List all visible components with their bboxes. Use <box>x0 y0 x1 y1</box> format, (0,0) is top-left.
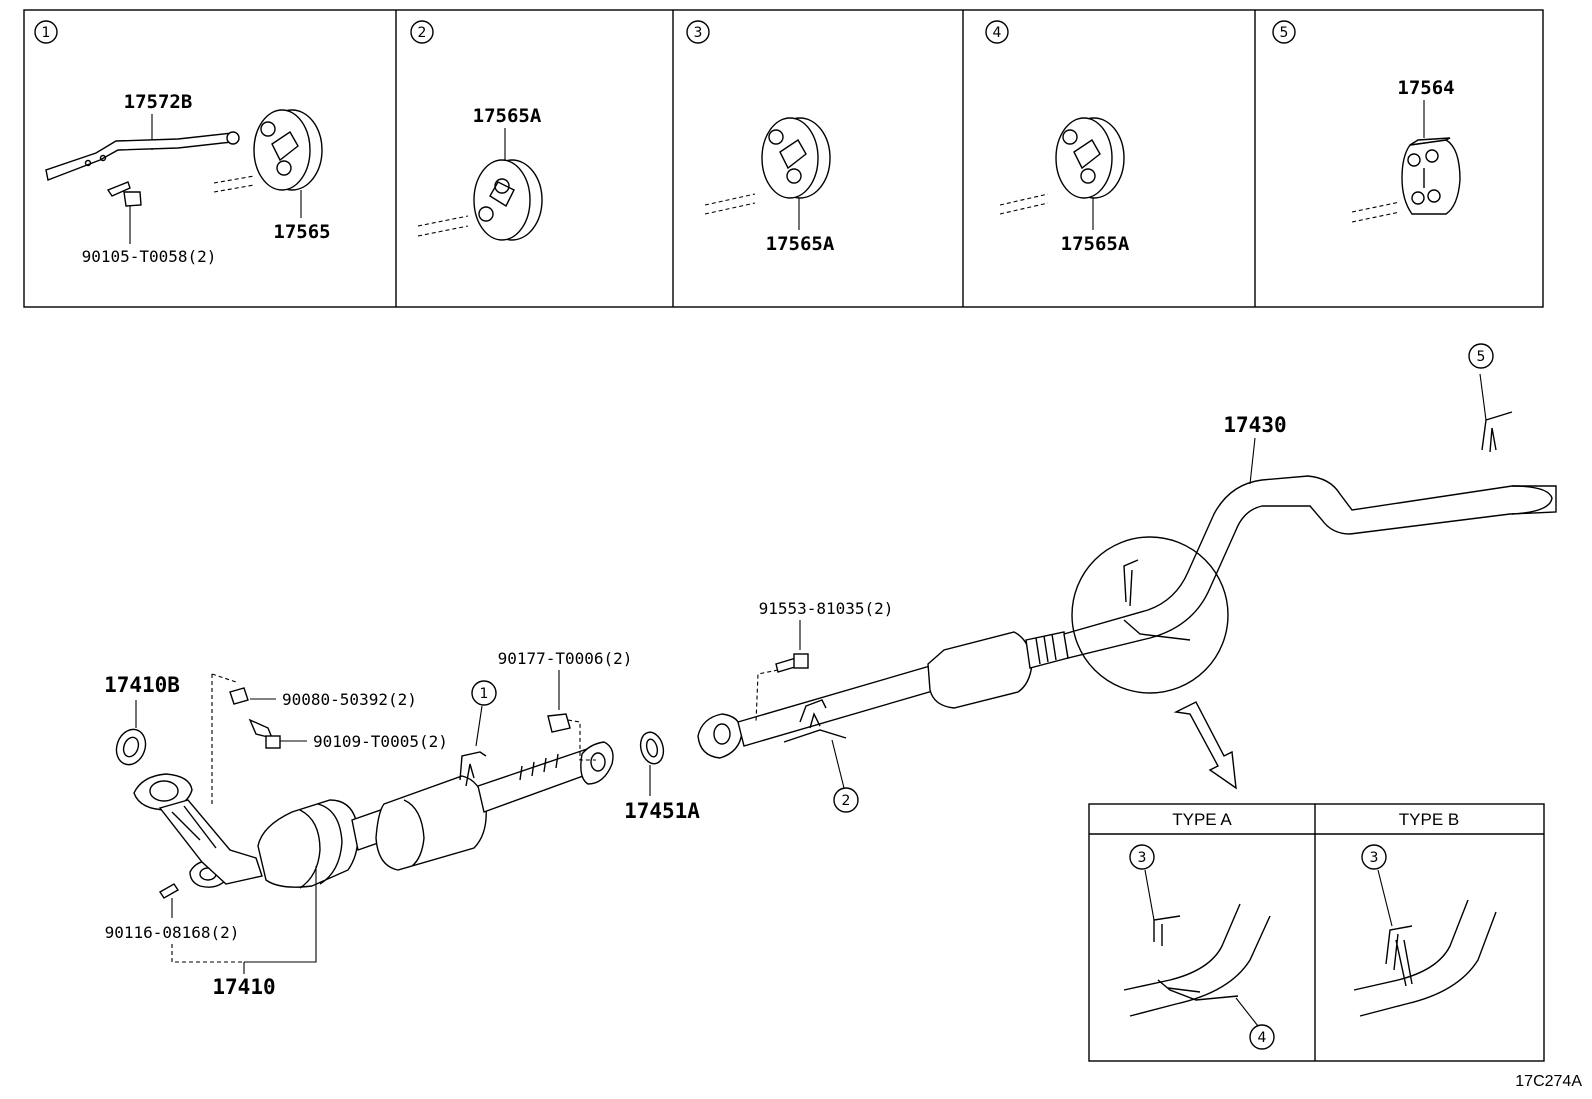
svg-text:90177-T0006(2): 90177-T0006(2) <box>498 649 633 668</box>
svg-text:91553-81035(2): 91553-81035(2) <box>759 599 894 618</box>
callout-5: 5 <box>1468 343 1494 369</box>
detail-arrow <box>1173 701 1237 790</box>
svg-text:1: 1 <box>42 25 51 41</box>
type-b-drawing: 3 <box>1353 844 1497 1017</box>
svg-text:3: 3 <box>1138 850 1147 866</box>
panel-1: 1 17572B 90105-T0058(2) 17565 <box>34 20 331 266</box>
svg-text:17451A: 17451A <box>624 799 700 823</box>
svg-text:5: 5 <box>1280 25 1289 41</box>
rubber-hanger-17565A <box>761 117 831 199</box>
type-a-drawing: 3 4 <box>1123 844 1275 1050</box>
part-17430-label: 17430 <box>1223 413 1286 437</box>
svg-text:17410B: 17410B <box>104 673 180 697</box>
svg-text:3: 3 <box>694 25 703 41</box>
svg-text:2: 2 <box>418 25 427 41</box>
bolt-90109-T0005: 90109-T0005(2) <box>248 718 448 751</box>
rubber-hanger-17565A <box>473 159 543 241</box>
callout-2: 2 <box>833 787 859 813</box>
front-pipe-17410 <box>133 741 614 889</box>
panel-2-callout: 2 <box>410 20 434 44</box>
type-a-header: TYPE A <box>1172 810 1232 829</box>
gasket-17451A: 17451A <box>624 731 700 823</box>
nut-90177-T0006: 90177-T0006(2) <box>498 649 633 733</box>
part-17565A-label: 17565A <box>473 105 542 127</box>
diagram-code: 17C274A <box>1515 1073 1582 1090</box>
svg-text:90116-08168(2): 90116-08168(2) <box>105 923 240 942</box>
svg-text:90109-T0005(2): 90109-T0005(2) <box>313 732 448 751</box>
panel-1-callout: 1 <box>34 20 58 44</box>
panel-4: 4 17565A <box>985 20 1130 255</box>
part-17565A-label: 17565A <box>766 233 835 255</box>
part-17565A-label: 17565A <box>1061 233 1130 255</box>
svg-text:4: 4 <box>1258 1030 1267 1046</box>
type-detail-table: TYPE A TYPE B 3 4 3 <box>1088 803 1545 1062</box>
stud-90080-50392: 90080-50392(2) <box>229 687 417 709</box>
part-17564-label: 17564 <box>1397 77 1454 99</box>
part-17565-label: 17565 <box>273 221 330 243</box>
rubber-hanger-17564 <box>1401 137 1461 215</box>
svg-text:4: 4 <box>993 25 1002 41</box>
bolt-part <box>106 181 142 244</box>
type-b-header: TYPE B <box>1399 810 1459 829</box>
panel-4-callout: 4 <box>985 20 1009 44</box>
svg-text:90080-50392(2): 90080-50392(2) <box>282 690 417 709</box>
svg-text:1: 1 <box>480 686 489 702</box>
svg-text:3: 3 <box>1370 850 1379 866</box>
panel-5-callout: 5 <box>1272 20 1296 44</box>
panel-3: 3 17565A <box>686 20 835 255</box>
panel-2: 2 17565A <box>410 20 543 241</box>
svg-text:5: 5 <box>1477 349 1486 365</box>
part-17572B-label: 17572B <box>124 91 193 113</box>
rubber-hanger-17565 <box>253 109 323 191</box>
stud-90116-08168: 90116-08168(2) <box>105 883 244 963</box>
part-17410-label: 17410 <box>212 975 275 999</box>
detail-circle <box>1071 536 1229 694</box>
tail-pipe-17430 <box>697 411 1557 759</box>
bracket-part <box>45 132 233 181</box>
gasket-17410B: 17410B <box>104 673 180 766</box>
rubber-hanger-17565A <box>1055 117 1125 199</box>
panel-5: 5 17564 <box>1272 20 1461 223</box>
callout-1: 1 <box>471 680 497 706</box>
panel-3-callout: 3 <box>686 20 710 44</box>
part-90105-T0058-label: 90105-T0058(2) <box>82 247 217 266</box>
hanger-detail-panels <box>23 9 1544 308</box>
bolt-91553-81035: 91553-81035(2) <box>755 599 894 723</box>
svg-text:2: 2 <box>842 793 851 809</box>
